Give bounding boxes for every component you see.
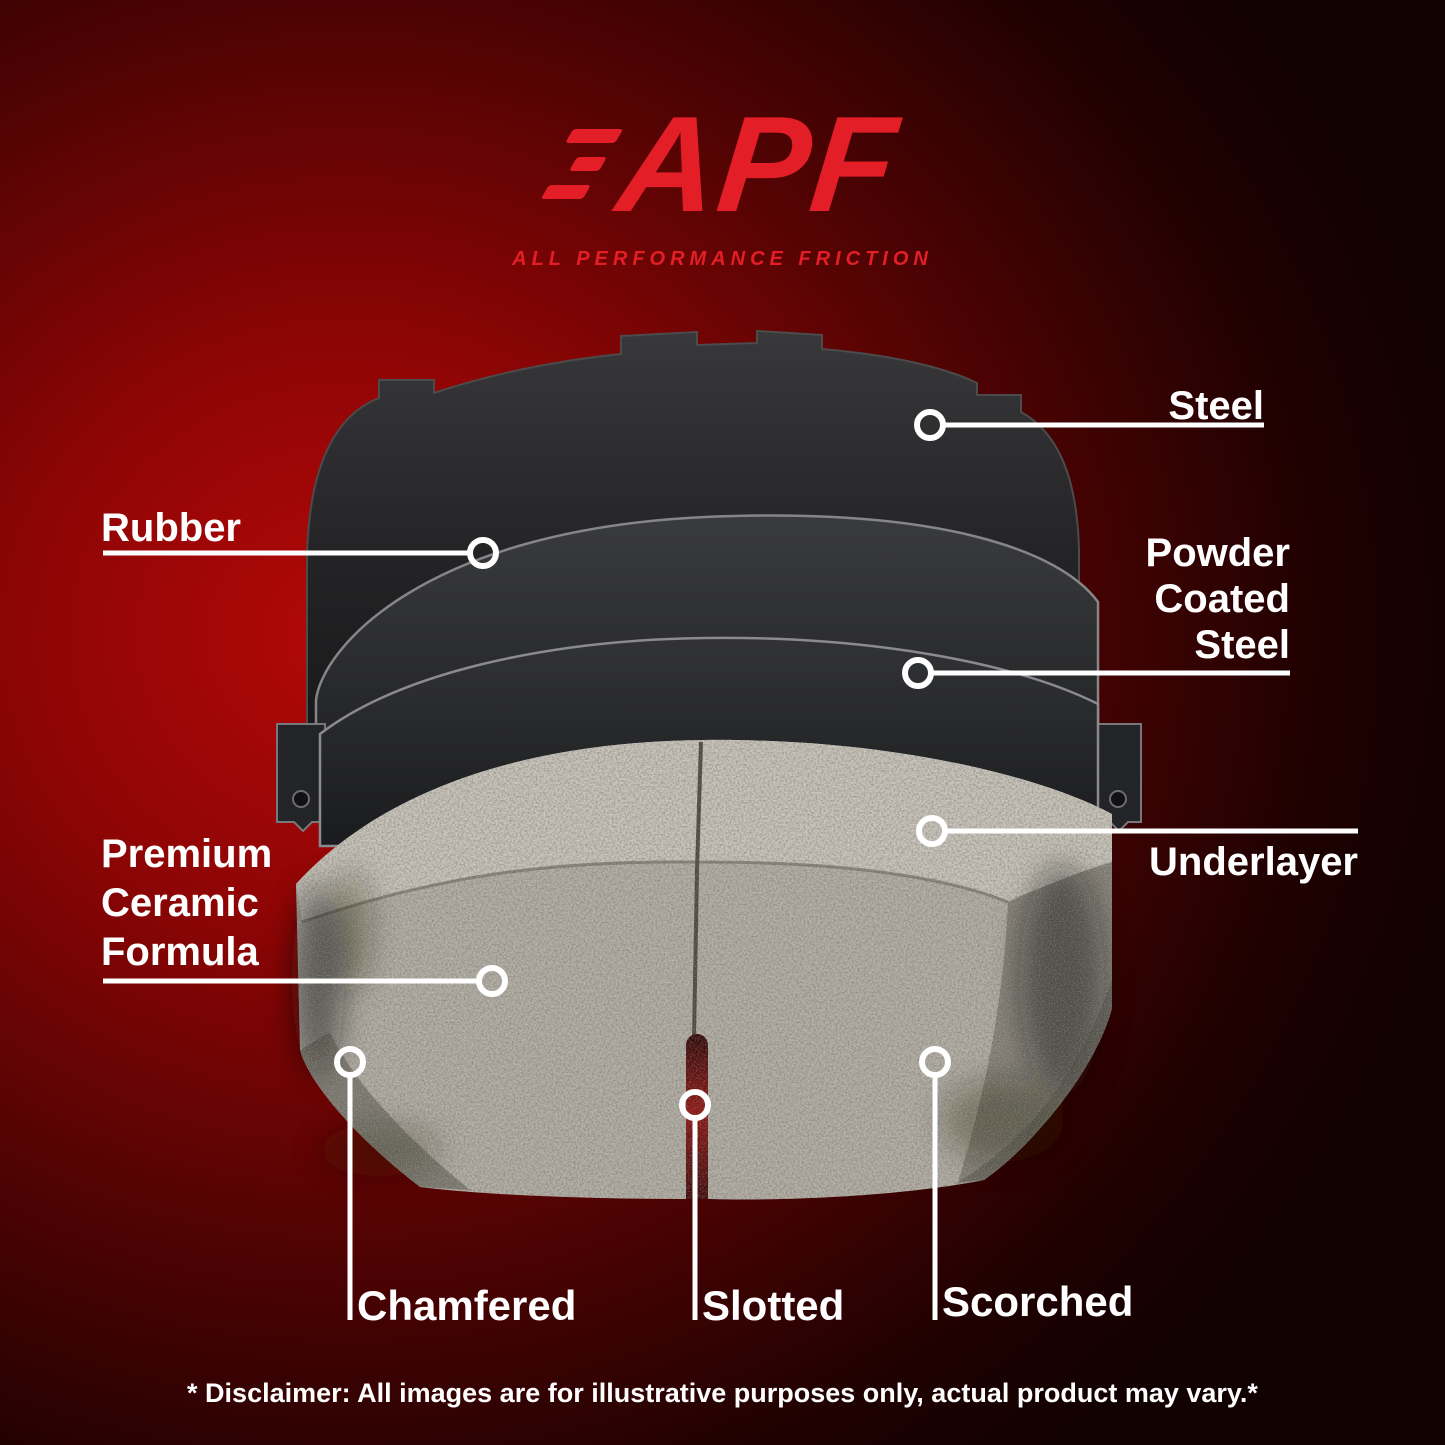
speed-dash <box>540 185 591 199</box>
callout-lines <box>103 422 1358 1320</box>
ceramic-friction-material <box>292 739 1112 1200</box>
premium-ceramic-marker <box>476 965 508 997</box>
chamfered-marker <box>334 1046 366 1078</box>
label-line: Formula <box>101 930 259 974</box>
label-line: Steel <box>1194 623 1290 667</box>
right-ear-hole <box>1109 790 1127 808</box>
powder-coated-steel-marker <box>902 657 934 689</box>
callout-label-underlayer: Underlayer <box>1149 840 1358 884</box>
callout-label-powder-coated-steel: Powder Coated Steel <box>1146 530 1290 668</box>
scorched-marker <box>919 1046 951 1078</box>
callout-label-premium-ceramic-formula: Premium Ceramic Formula <box>101 830 272 977</box>
steel-marker <box>914 409 946 441</box>
brand-tagline: ALL PERFORMANCE FRICTION <box>512 248 933 270</box>
label-line: Powder <box>1145 531 1290 575</box>
slotted-marker <box>679 1089 711 1121</box>
speed-dash <box>564 129 623 143</box>
label-line: Premium <box>101 832 273 876</box>
callout-markers <box>334 409 951 1121</box>
rubber-marker <box>467 537 499 569</box>
label-line: Coated <box>1154 577 1290 621</box>
plate-left-ear <box>276 723 326 833</box>
disclaimer-text: * Disclaimer: All images are for illustr… <box>187 1378 1258 1408</box>
callout-label-steel: Steel <box>1168 384 1264 428</box>
underlayer-marker <box>916 815 948 847</box>
label-line: Ceramic <box>101 881 259 925</box>
brand-logo: APF ALL PERFORMANCE FRICTION <box>0 88 1445 271</box>
callout-label-rubber: Rubber <box>101 506 241 550</box>
brand-logo-row: APF <box>0 88 1445 240</box>
speed-lines-icon <box>524 121 628 207</box>
callout-label-chamfered: Chamfered <box>357 1282 577 1329</box>
callout-label-scorched: Scorched <box>942 1278 1134 1325</box>
left-ear-hole <box>292 790 310 808</box>
callout-label-slotted: Slotted <box>702 1282 845 1329</box>
speed-dash <box>568 157 607 171</box>
brand-text: APF <box>610 88 905 240</box>
